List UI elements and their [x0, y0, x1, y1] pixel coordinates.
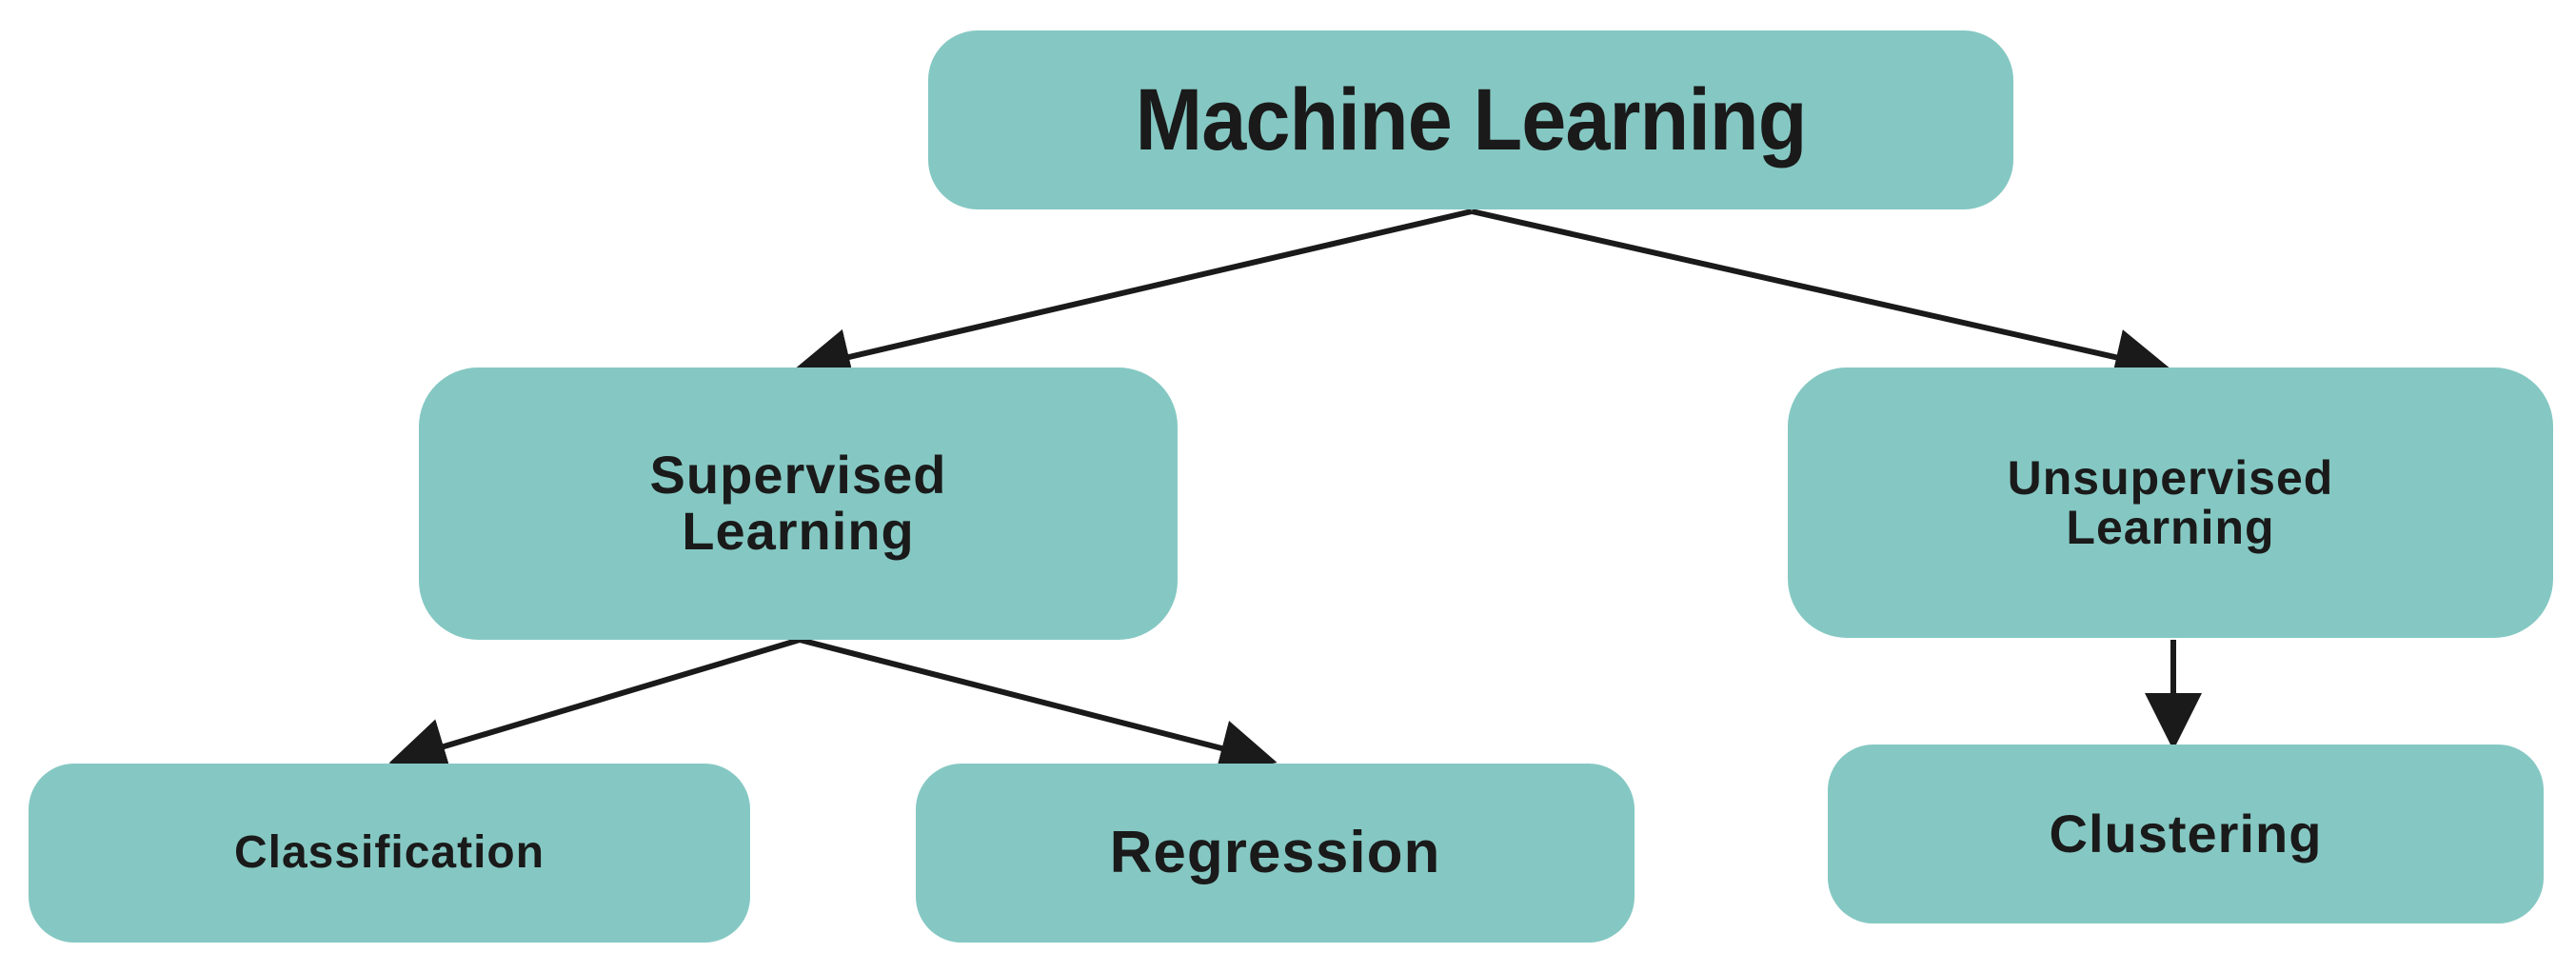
- node-label: Machine Learning: [1135, 70, 1808, 169]
- node-regression: Regression: [916, 764, 1635, 943]
- node-label: Classification: [233, 826, 545, 878]
- node-label: Clustering: [2049, 803, 2323, 864]
- edge-supervised-to-classification: [388, 637, 801, 774]
- node-machine-learning: Machine Learning: [928, 30, 2013, 209]
- edge-supervised-to-regression: [799, 637, 1278, 777]
- node-label: Regression: [1109, 820, 1441, 886]
- node-label: Unsupervised Learning: [2007, 450, 2334, 554]
- edge-root-to-supervised: [793, 208, 1473, 386]
- node-supervised-learning: Supervised Learning: [419, 367, 1178, 640]
- node-unsupervised-learning: Unsupervised Learning: [1788, 367, 2553, 638]
- node-classification: Classification: [29, 764, 750, 943]
- edge-root-to-unsupervised: [1471, 208, 2172, 386]
- node-clustering: Clustering: [1828, 745, 2544, 923]
- node-label: Supervised Learning: [649, 445, 947, 561]
